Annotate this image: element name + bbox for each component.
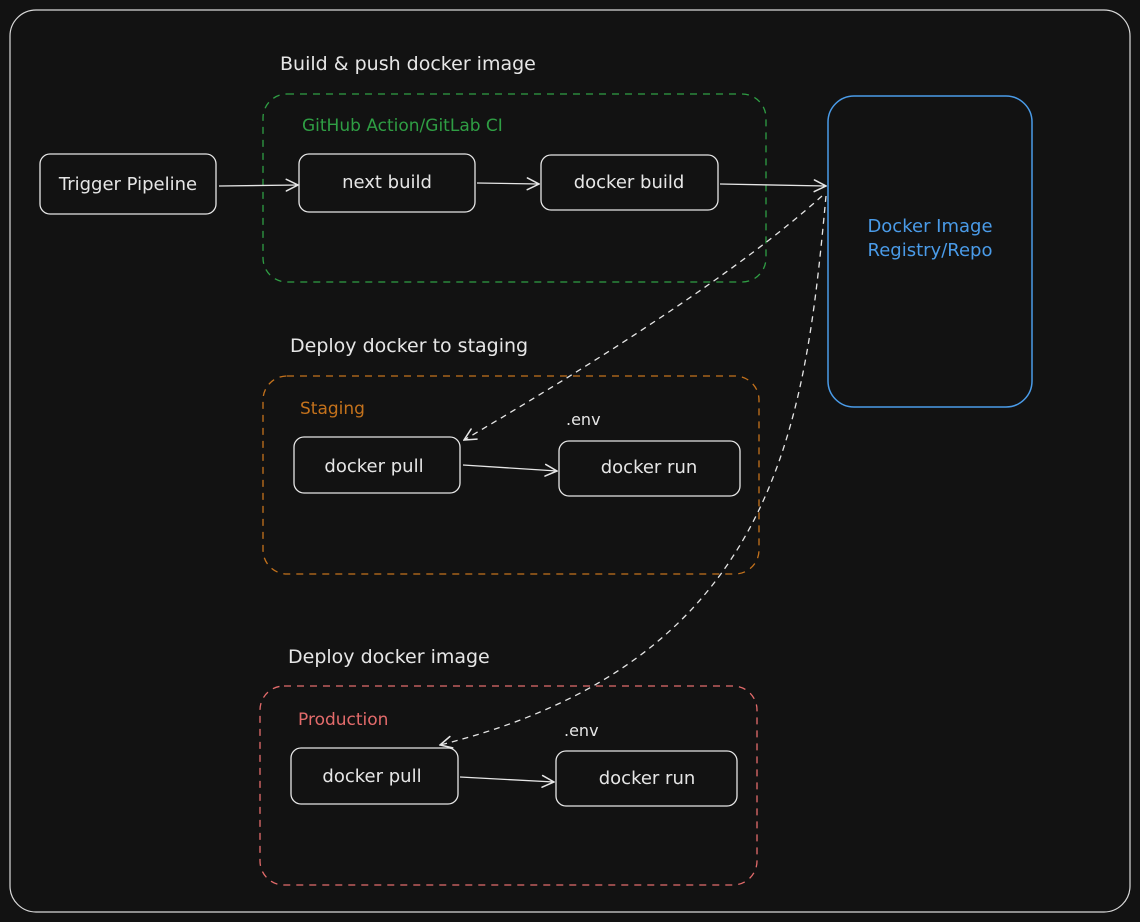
canvas-frame [9,9,1131,913]
trigger-pipeline-label: Trigger Pipeline [58,174,197,195]
registry-label-line2: Registry/Repo [868,240,993,261]
production-group-label: Production [298,710,388,730]
staging-group-container [262,375,760,575]
ci-group-label: GitHub Action/GitLab CI [302,116,503,136]
section-title-staging: Deploy docker to staging [290,335,528,357]
docker-build-label: docker build [574,172,685,193]
arrow-registry-to-production-pull [440,195,827,745]
registry-label-line1: Docker Image [867,216,992,237]
staging-docker-run-label: docker run [601,457,698,478]
staging-env-label: .env [566,410,601,429]
arrow-docker-build-to-registry [719,184,826,186]
docker-registry-node[interactable]: Docker Image Registry/Repo [827,95,1033,408]
staging-group-label: Staging [300,399,365,419]
arrow-staging-pull-to-run [462,465,557,471]
ci-group-container [262,93,767,283]
production-docker-run-label: docker run [599,768,696,789]
production-group-container [259,685,758,886]
production-docker-pull-node[interactable]: docker pull [290,747,459,805]
production-docker-run-node[interactable]: docker run [555,750,738,807]
production-env-label: .env [564,721,599,740]
trigger-pipeline-node[interactable]: Trigger Pipeline [39,153,217,215]
section-title-production: Deploy docker image [288,646,490,668]
arrow-registry-to-staging-pull [464,195,823,440]
arrow-trigger-to-next-build [218,185,298,186]
arrow-production-pull-to-run [459,777,554,782]
docker-build-node[interactable]: docker build [540,154,719,211]
production-docker-pull-label: docker pull [322,766,421,787]
arrow-next-build-to-docker-build [476,183,539,184]
section-title-build: Build & push docker image [280,53,536,75]
next-build-label: next build [342,172,432,193]
staging-docker-run-node[interactable]: docker run [558,440,741,497]
staging-docker-pull-node[interactable]: docker pull [293,436,461,494]
staging-docker-pull-label: docker pull [324,456,423,477]
